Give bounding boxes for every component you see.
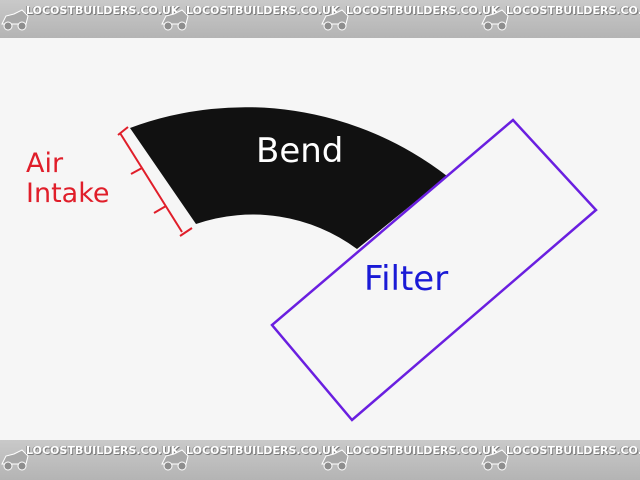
watermark-text: LOCOSTBUILDERS.CO.UK <box>186 4 340 17</box>
watermark-text: LOCOSTBUILDERS.CO.UK <box>186 444 340 457</box>
watermark-text: LOCOSTBUILDERS.CO.UK <box>346 444 500 457</box>
intake-label-line2: Intake <box>26 178 110 209</box>
car-logo-icon <box>1 449 29 471</box>
watermark-band-top: LOCOSTBUILDERS.CO.UK LOCOSTBUILDERS.CO.U… <box>0 0 640 38</box>
car-logo-icon <box>161 449 189 471</box>
car-logo-icon <box>481 9 509 31</box>
watermark-tile: LOCOSTBUILDERS.CO.UK <box>320 0 499 38</box>
watermark-text: LOCOSTBUILDERS.CO.UK <box>26 4 180 17</box>
watermark-text: LOCOSTBUILDERS.CO.UK <box>346 4 500 17</box>
watermark-tile: LOCOSTBUILDERS.CO.UK <box>0 0 179 38</box>
car-logo-icon <box>1 9 29 31</box>
watermark-text: LOCOSTBUILDERS.CO.UK <box>26 444 180 457</box>
watermark-band-bottom: LOCOSTBUILDERS.CO.UK LOCOSTBUILDERS.CO.U… <box>0 440 640 480</box>
intake-label-line1: Air <box>26 148 64 179</box>
filter-box <box>270 118 598 422</box>
diagram-svg <box>117 107 598 422</box>
watermark-tile: LOCOSTBUILDERS.CO.UK <box>480 0 640 38</box>
car-logo-icon <box>481 449 509 471</box>
watermark-tile: LOCOSTBUILDERS.CO.UK <box>480 440 640 480</box>
watermark-text: LOCOSTBUILDERS.CO.UK <box>506 4 640 17</box>
filter-label: Filter <box>364 259 449 299</box>
car-logo-icon <box>321 449 349 471</box>
watermark-tile: LOCOSTBUILDERS.CO.UK <box>320 440 499 480</box>
bend-label: Bend <box>256 131 344 171</box>
car-logo-icon <box>321 9 349 31</box>
diagram-area: Bend Filter Air Intake <box>0 38 640 440</box>
watermark-tile: LOCOSTBUILDERS.CO.UK <box>160 440 339 480</box>
watermark-text: LOCOSTBUILDERS.CO.UK <box>506 444 640 457</box>
watermark-tile: LOCOSTBUILDERS.CO.UK <box>0 440 179 480</box>
watermark-tile: LOCOSTBUILDERS.CO.UK <box>160 0 339 38</box>
intake-bracket <box>117 126 193 237</box>
bend-shape <box>130 107 447 249</box>
car-logo-icon <box>161 9 189 31</box>
